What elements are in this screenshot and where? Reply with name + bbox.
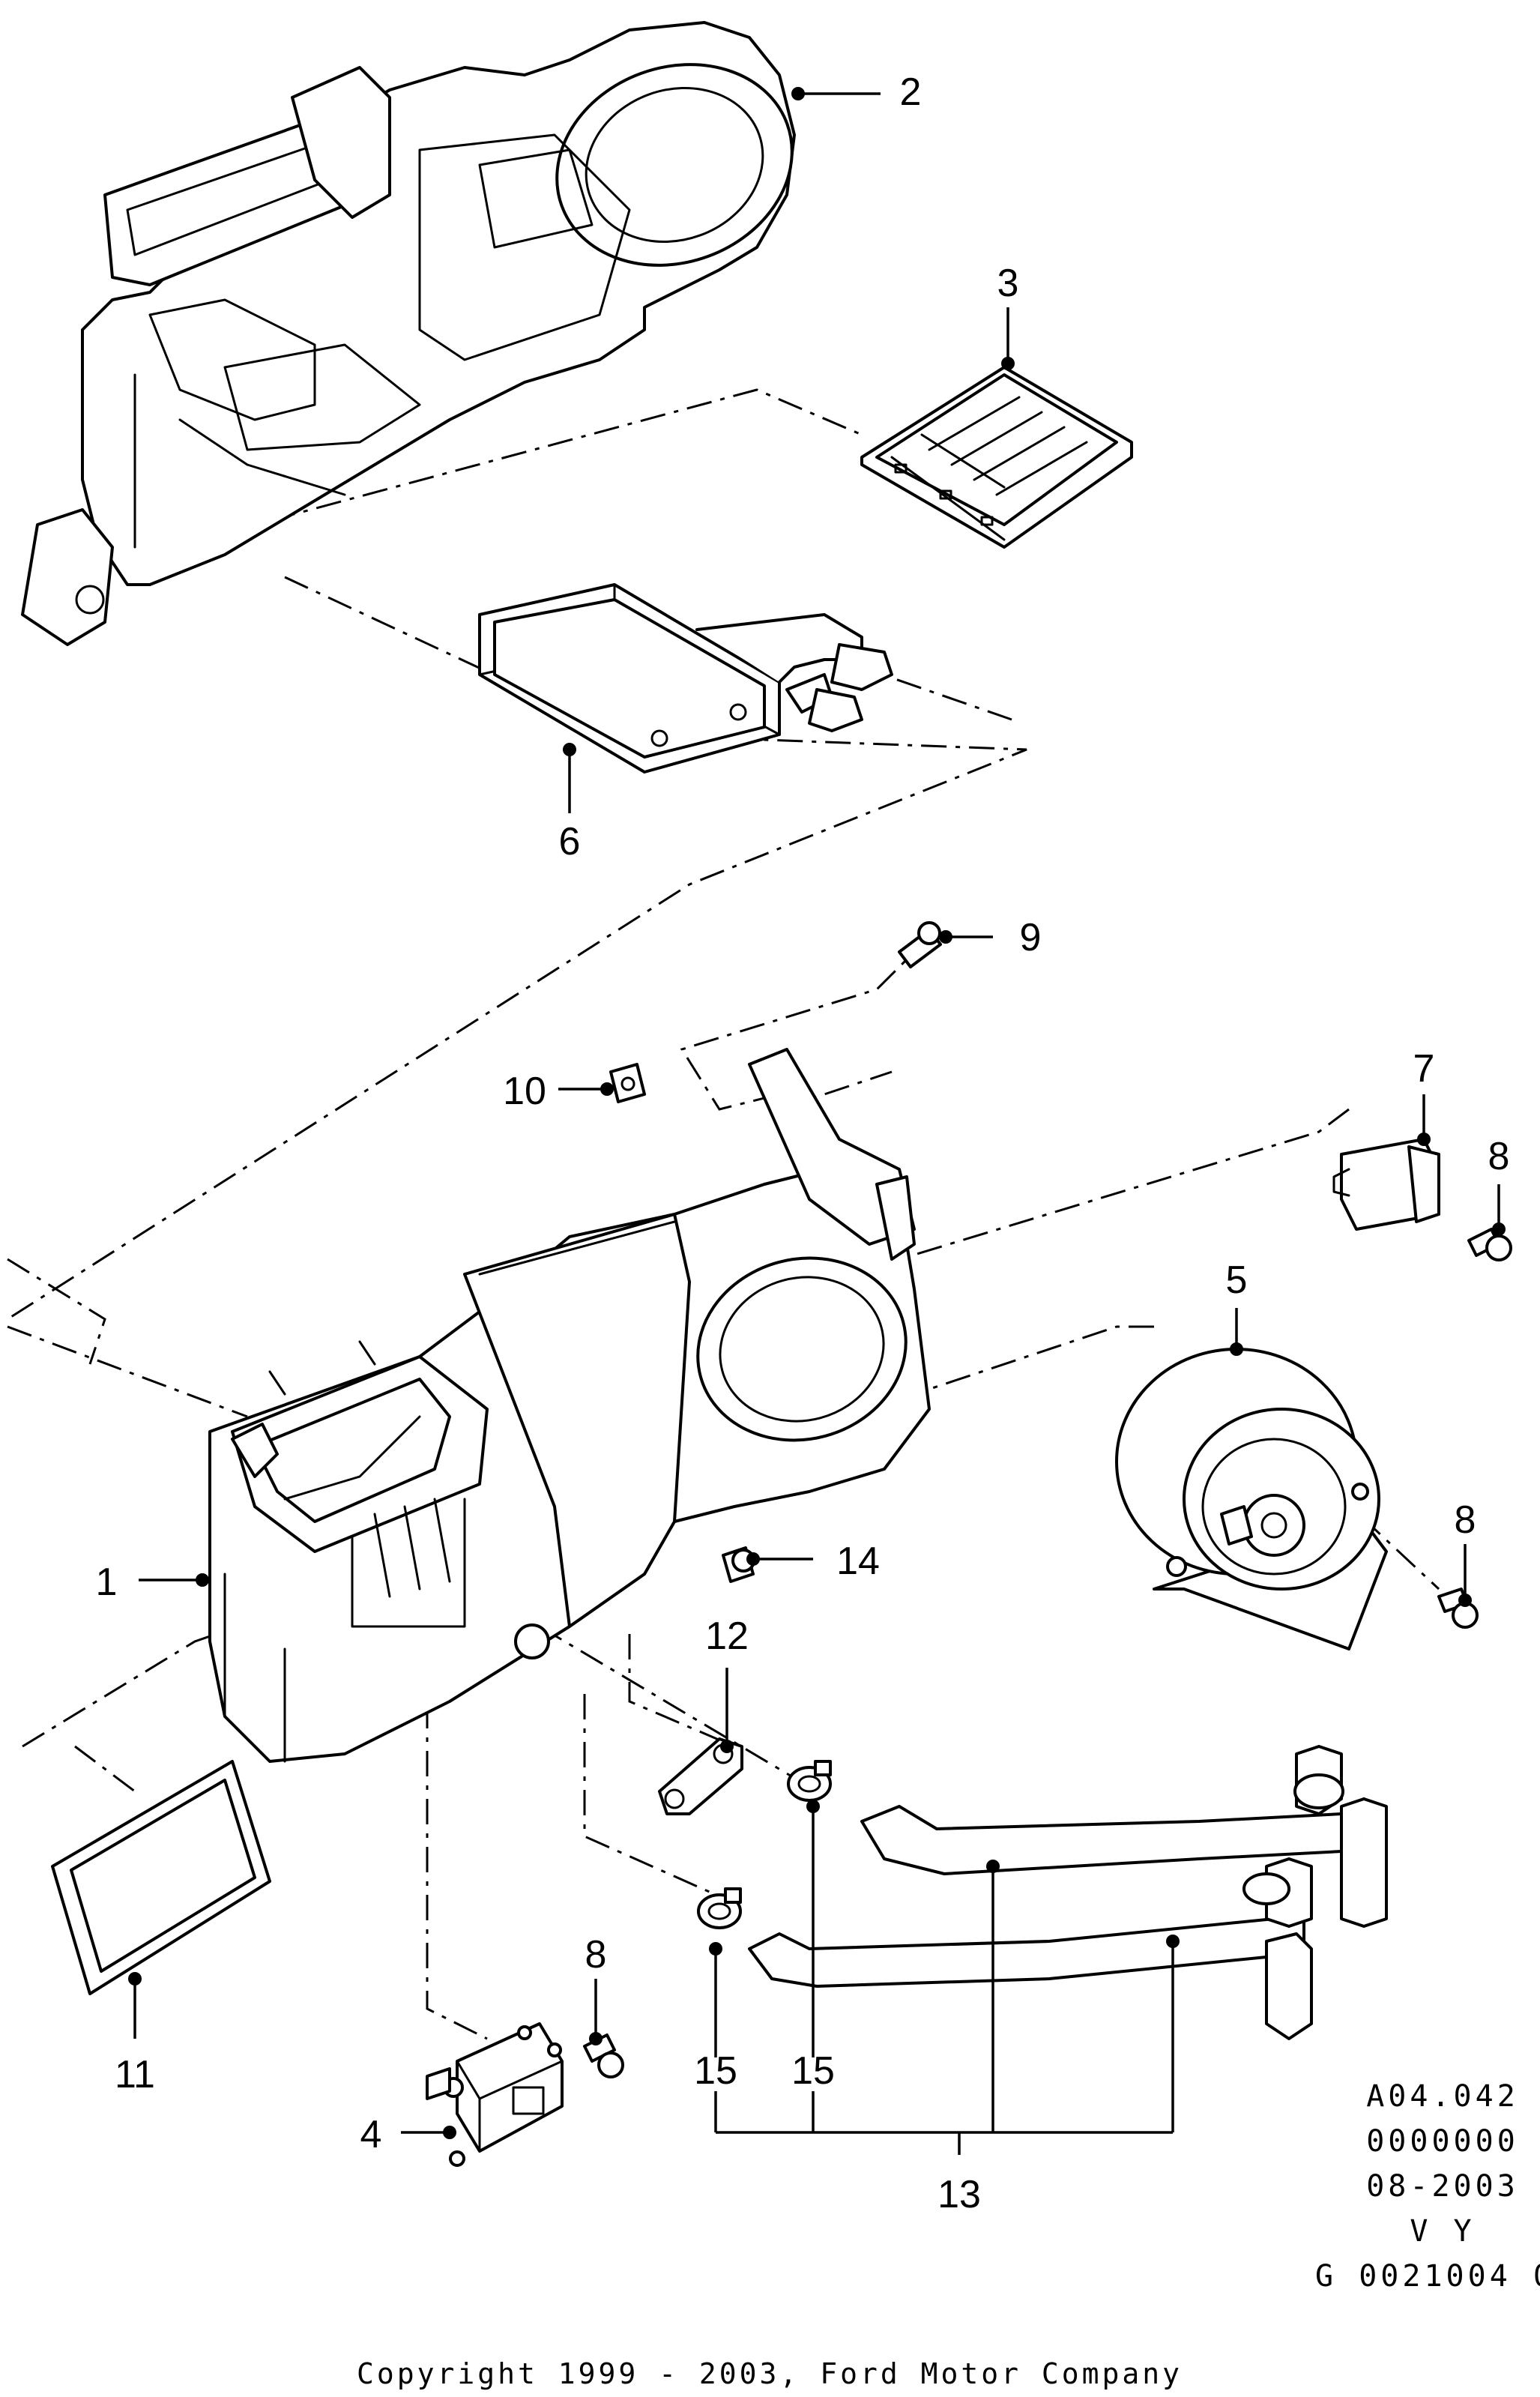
screw-icon-8c [583, 2033, 624, 2078]
drawing-ref: A04.042 [1366, 2079, 1519, 2114]
blower-motor-icon [1115, 1348, 1388, 1650]
callout-11: 11 [115, 2053, 155, 2096]
callout-14: 14 [836, 1540, 880, 1583]
callout-2: 2 [900, 70, 922, 114]
drawing-initials: V Y [1410, 2214, 1475, 2249]
drawing-graphic-id: G 0021004 0 [1315, 2259, 1540, 2294]
leader-lines [128, 87, 1506, 2155]
clip-nut-icon-10 [609, 1063, 646, 1103]
screw-icon-8a [1467, 1228, 1512, 1261]
actuator-icon [426, 2022, 564, 2167]
hose-clamp-icon-a [787, 1760, 832, 1802]
drawing-code: 0000000 [1366, 2124, 1519, 2159]
callout-3: 3 [997, 262, 1019, 305]
callout-1: 1 [96, 1561, 118, 1604]
blower-housing-icon [208, 1048, 931, 1763]
resistor-icon [1332, 1138, 1440, 1231]
callout-13: 13 [937, 2173, 981, 2216]
callout-9: 9 [1020, 916, 1042, 959]
drawing-info-block: A04.042 0000000 08-2003 V Y G 0021004 0 [1315, 2079, 1540, 2294]
heater-housing-upper-icon [21, 21, 796, 646]
screw-icon-8b [1437, 1588, 1479, 1629]
callout-7: 7 [1413, 1047, 1435, 1091]
callout-8c: 8 [585, 1933, 607, 1977]
callout-8a: 8 [1488, 1135, 1510, 1178]
callout-8b: 8 [1455, 1498, 1476, 1542]
hose-clamp-icon-b [697, 1887, 742, 1929]
filter-icon [51, 1760, 271, 1995]
callout-labels: 2 3 6 9 10 7 8 5 8 1 14 12 11 8 4 15 15 … [96, 70, 1510, 2216]
heater-hoses-icon [748, 1745, 1388, 2040]
callout-12: 12 [705, 1614, 749, 1658]
drawing-date: 08-2003 [1366, 2169, 1519, 2204]
clip-icon-14 [722, 1546, 755, 1583]
callout-15a: 15 [694, 2049, 737, 2093]
callout-15b: 15 [791, 2049, 835, 2093]
heater-core-seal-icon [860, 366, 1133, 549]
callout-5: 5 [1226, 1258, 1248, 1302]
callout-6: 6 [559, 820, 581, 863]
heater-core-icon [478, 583, 893, 774]
screw-icon-9 [898, 921, 942, 968]
copyright-notice: Copyright 1999 - 2003, Ford Motor Compan… [357, 2357, 1183, 2390]
callout-4: 4 [360, 2113, 382, 2156]
callout-10: 10 [503, 1070, 546, 1113]
